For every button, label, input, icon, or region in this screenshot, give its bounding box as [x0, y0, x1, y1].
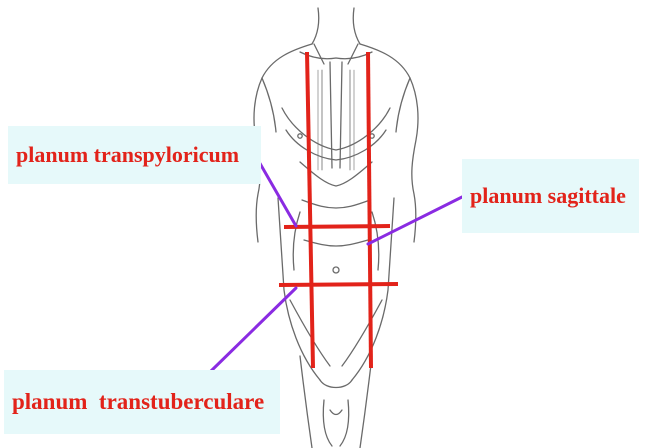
transpyloric-plane: [284, 226, 390, 227]
label-text-transpyloricum: planum transpyloricum: [16, 142, 239, 168]
label-text-sagittale: planum sagittale: [470, 183, 626, 209]
label-planum-transtuberculare: planum transtuberculare: [4, 370, 280, 434]
label-text-transtuberculare: planum transtuberculare: [12, 389, 264, 415]
label-planum-sagittale: planum sagittale: [462, 159, 639, 233]
transtubercular-plane: [279, 284, 398, 285]
pointer-transpyloricum: [258, 160, 296, 226]
label-planum-transpyloricum: planum transpyloricum: [8, 126, 261, 184]
sagittal-plane-left: [307, 52, 313, 368]
pointer-lines: [210, 160, 462, 372]
plane-lines: [279, 52, 398, 368]
pointer-transtuberculare: [210, 288, 296, 372]
sagittal-plane-right: [368, 52, 371, 368]
